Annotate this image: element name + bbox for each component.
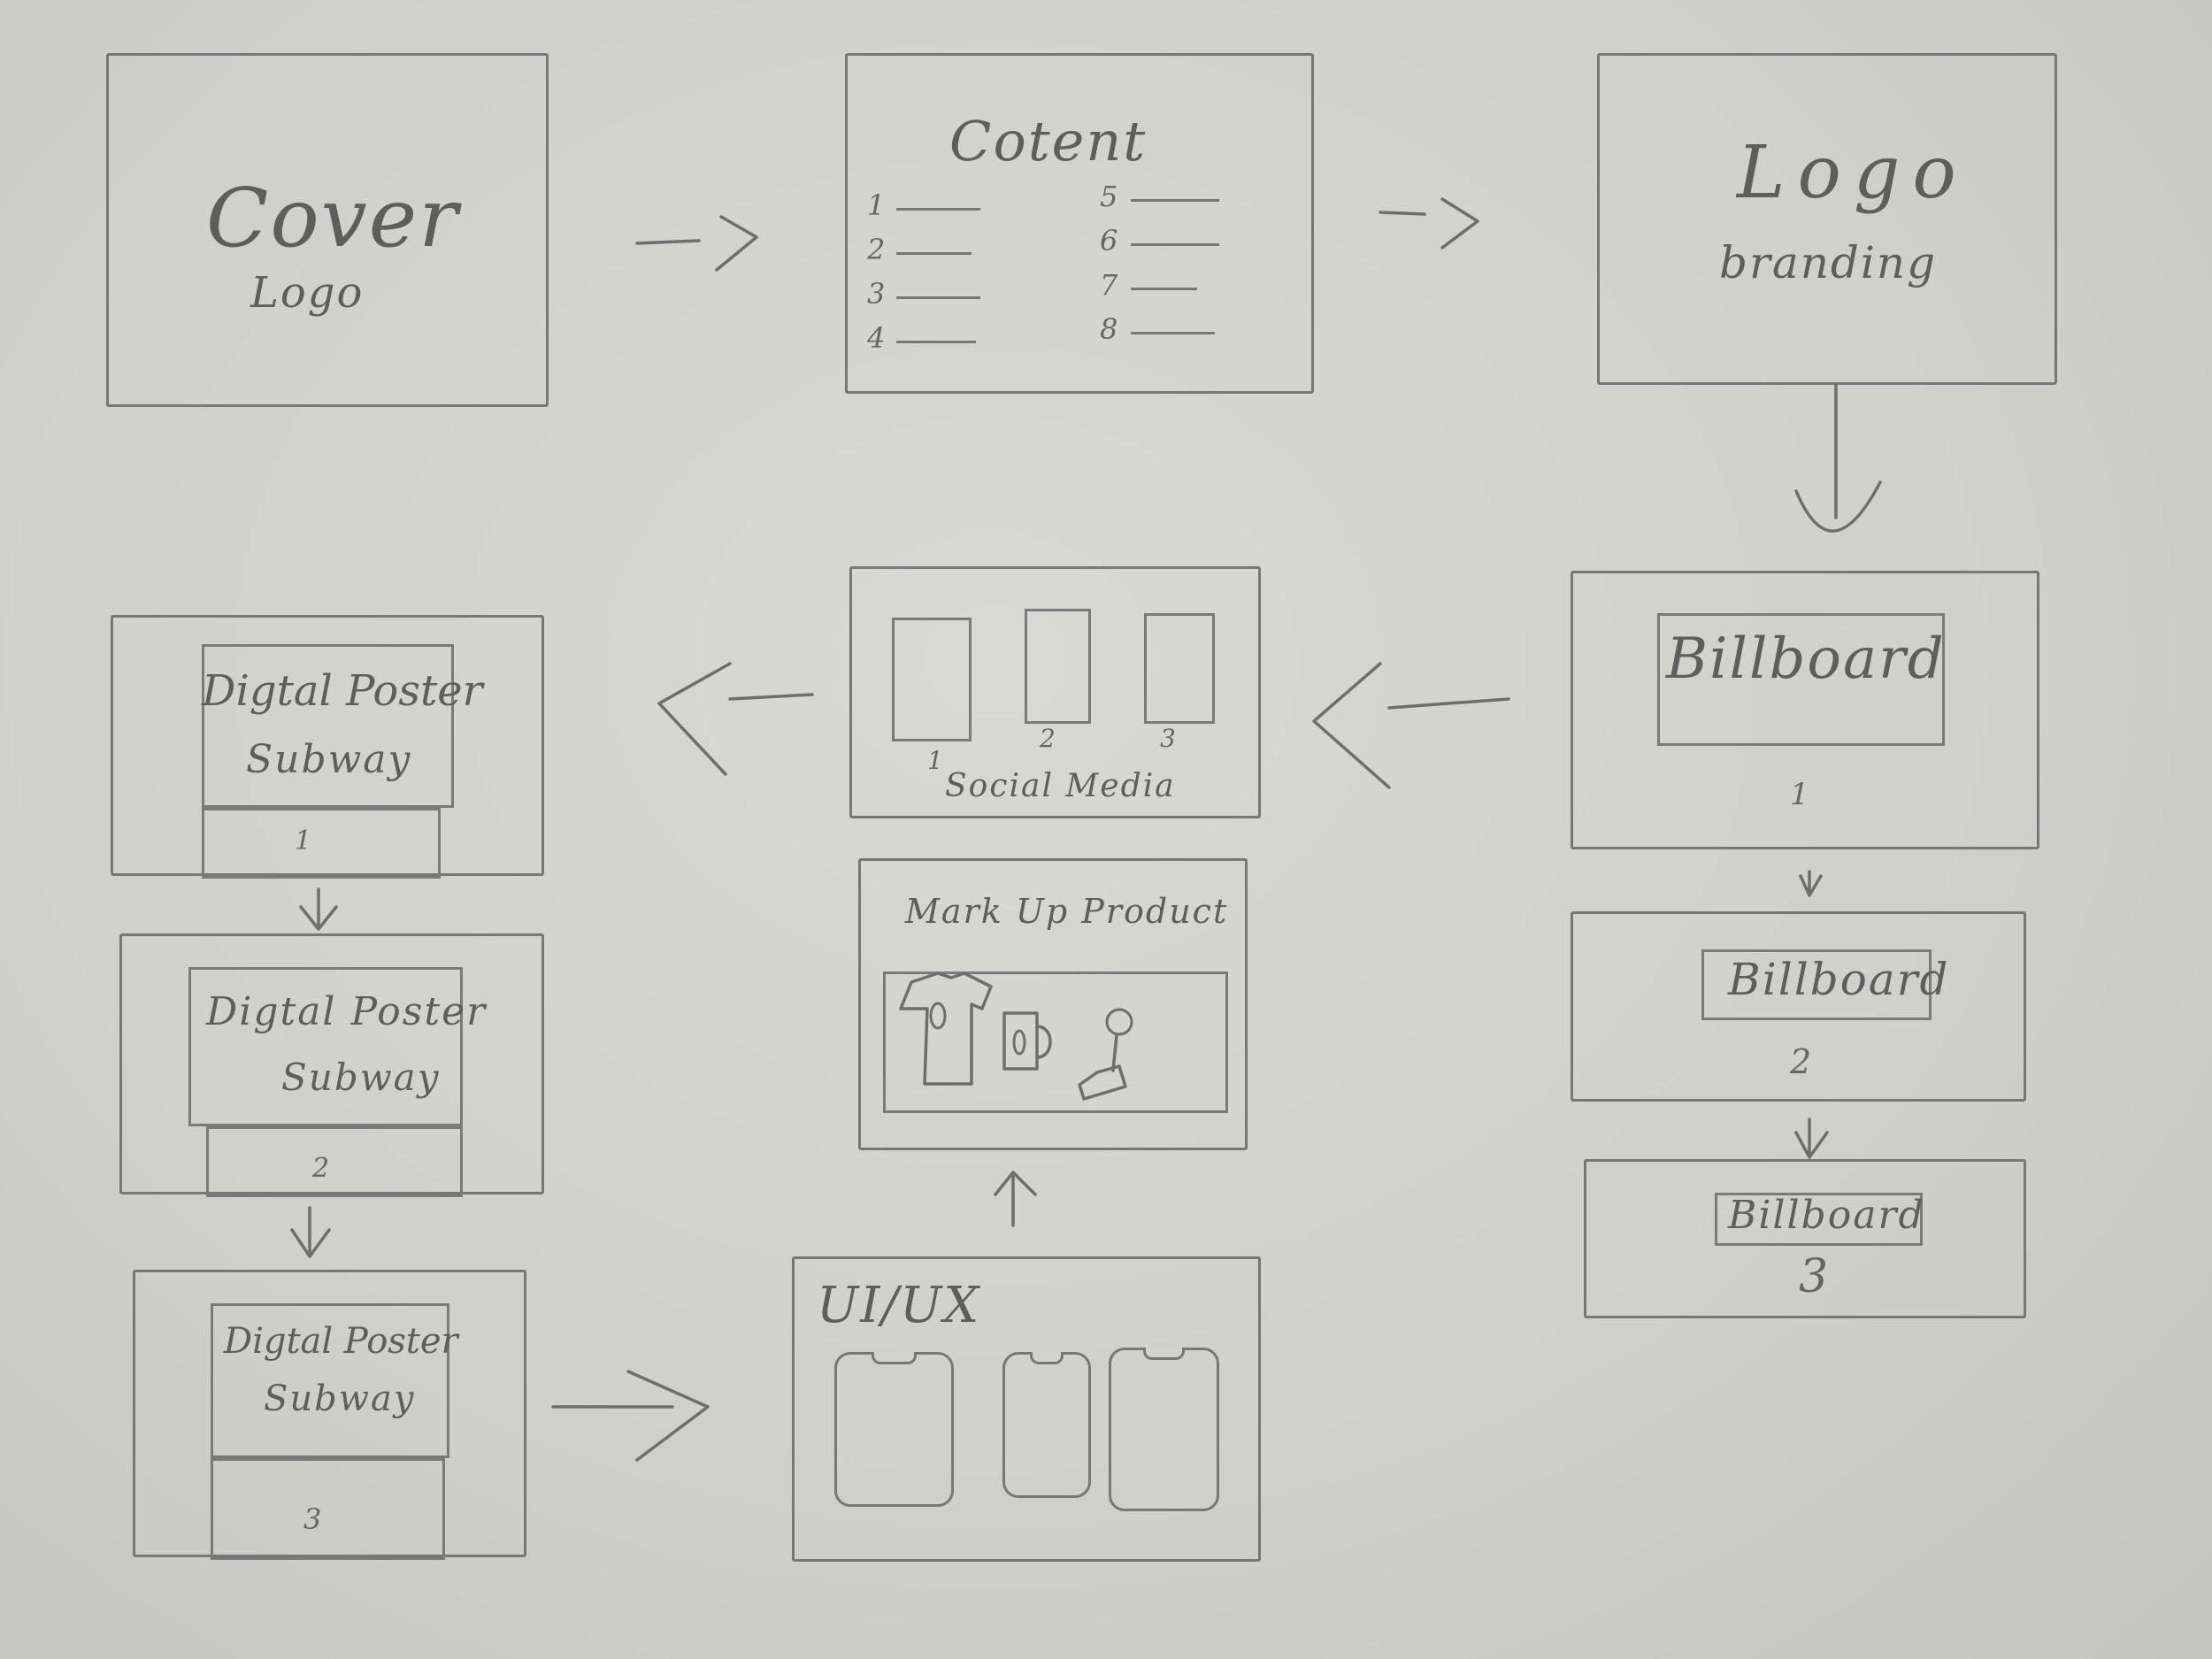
social-media-frame: 1 2 3 Social Media [849, 566, 1261, 818]
content-item-number: 5 [1100, 180, 1118, 213]
social-panel-number: 2 [1040, 724, 1056, 753]
social-panel-number: 1 [927, 746, 943, 775]
poster-2-line2: Subway [281, 1056, 440, 1099]
poster-2-number: 2 [312, 1153, 329, 1184]
social-panel [1144, 613, 1215, 724]
content-item-number: 3 [867, 277, 885, 311]
uiux-title: UI/UX [817, 1277, 980, 1334]
content-item-line [896, 341, 976, 343]
content-item-number: 1 [867, 188, 885, 222]
logo-frame: Logo branding [1597, 53, 2057, 385]
poster-1-base [202, 808, 441, 879]
poster-1-line1: Digtal Poster [202, 666, 483, 716]
poster-3-base [211, 1458, 445, 1560]
mark-up-display [883, 972, 1228, 1113]
content-item-line [896, 252, 972, 255]
social-panel-number: 3 [1160, 724, 1176, 753]
cover-subtitle: Logo [250, 268, 364, 318]
poster-2-line1: Digtal Poster [206, 989, 487, 1034]
uiux-frame: UI/UX [792, 1256, 1261, 1562]
poster-1-frame: Digtal Poster Subway 1 [111, 615, 544, 876]
social-panel [1025, 609, 1091, 724]
content-item-line [896, 296, 980, 299]
cover-title: Cover [206, 171, 459, 265]
billboard-1-title: Billboard [1666, 626, 1946, 692]
mark-up-frame: Mark Up Product [858, 858, 1248, 1150]
poster-3-frame: Digtal Poster Subway 3 [133, 1270, 526, 1557]
phone-mockup [1002, 1352, 1091, 1498]
billboard-3-frame: Billboard 3 [1584, 1159, 2026, 1318]
billboard-2-title: Billboard [1728, 954, 1950, 1005]
content-item-number: 4 [867, 321, 885, 355]
mark-up-title: Mark Up Product [905, 892, 1228, 931]
poster-3-line2: Subway [264, 1379, 415, 1419]
billboard-3-title: Billboard [1728, 1193, 1925, 1238]
billboard-2-number: 2 [1790, 1042, 1811, 1081]
social-media-title: Social Media [945, 768, 1176, 804]
content-title: Cotent [949, 109, 1147, 173]
content-item-line [1131, 288, 1197, 290]
cover-frame: Cover Logo [106, 53, 549, 407]
content-item-line [1131, 199, 1219, 202]
content-item-line [896, 208, 980, 211]
content-item-number: 7 [1100, 268, 1118, 302]
social-panel [892, 618, 972, 741]
phone-mockup [834, 1352, 954, 1507]
logo-title: Logo [1737, 131, 1969, 215]
billboard-2-frame: Billboard 2 [1571, 911, 2026, 1102]
poster-1-line2: Subway [246, 737, 411, 782]
logo-subtitle: branding [1719, 237, 1937, 288]
billboard-3-number: 3 [1799, 1250, 1828, 1303]
content-item-number: 8 [1100, 312, 1118, 346]
poster-3-line1: Digtal Poster [224, 1321, 458, 1362]
content-frame: Cotent 1 2 3 4 5 6 7 8 [845, 53, 1314, 394]
billboard-1-number: 1 [1790, 777, 1809, 812]
poster-3-number: 3 [303, 1502, 321, 1536]
billboard-1-frame: Billboard 1 [1571, 571, 2039, 849]
poster-1-number: 1 [295, 826, 311, 856]
phone-mockup [1109, 1348, 1219, 1511]
poster-2-frame: Digtal Poster Subway 2 [119, 933, 544, 1194]
content-item-line [1131, 243, 1219, 246]
content-item-number: 2 [867, 233, 885, 266]
content-item-number: 6 [1100, 224, 1118, 257]
content-item-line [1131, 332, 1215, 334]
poster-2-base [206, 1126, 463, 1197]
